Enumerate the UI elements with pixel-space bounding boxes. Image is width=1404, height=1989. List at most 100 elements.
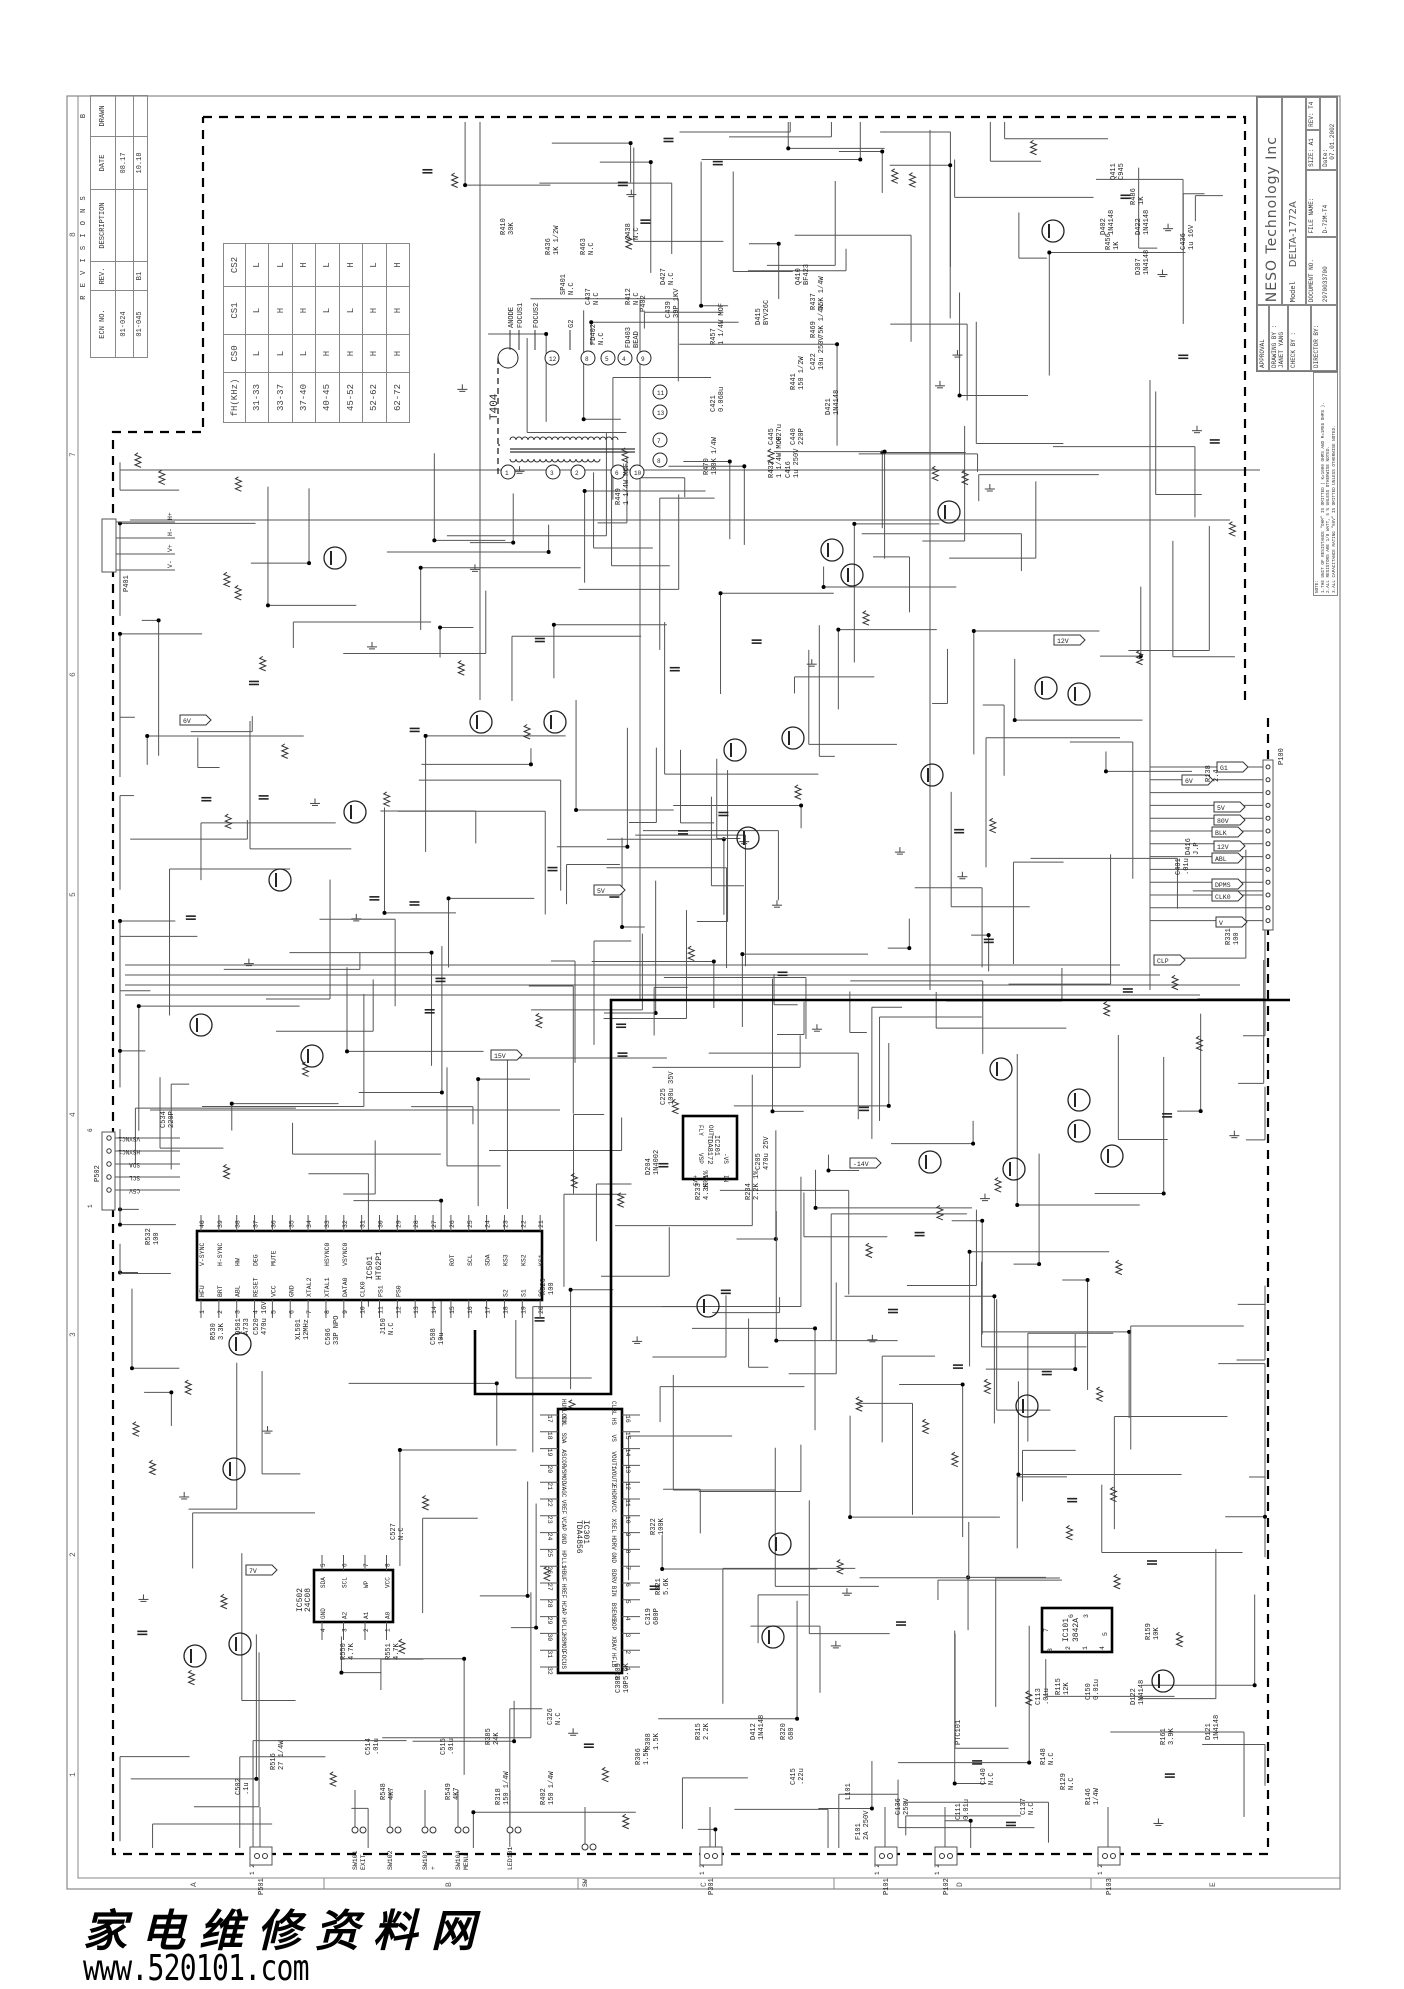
fh-cell: H <box>292 243 316 287</box>
title-block: APPROVAL DRAWING BY :JANET YANG CHECK BY… <box>1256 96 1338 372</box>
net-tag-label: 80V <box>1217 818 1229 825</box>
junction-dot <box>525 1593 530 1598</box>
component-value: 3.9K <box>1168 1727 1176 1745</box>
pin-number: 3 <box>624 1633 631 1637</box>
pin-number: 36 <box>270 1220 277 1228</box>
junction-dot <box>1016 1472 1021 1477</box>
pin-number: 14 <box>431 1306 438 1314</box>
grid-row-label: 4 <box>69 1112 78 1117</box>
component-reference: R161 <box>1160 1728 1168 1745</box>
component-reference: FD403 <box>625 327 633 348</box>
rev-header: DESCRIPTION <box>90 189 115 262</box>
junction-dot <box>826 1168 831 1173</box>
pin-name: XTAL2 <box>306 1277 313 1297</box>
component-reference: D427 <box>660 268 668 285</box>
pin-name: GND <box>288 1285 295 1297</box>
pin-number: 9 <box>342 1310 349 1314</box>
fh-cell: L <box>339 286 363 335</box>
net-tag <box>1053 634 1086 646</box>
pin-name: GND <box>560 1533 567 1544</box>
pin-name: KS1 <box>538 1254 545 1266</box>
pin-name: SCL <box>560 1416 567 1427</box>
rev-header: DRAWN <box>90 95 115 137</box>
junction-dot <box>574 807 579 812</box>
pin-name: CLK0 <box>360 1281 367 1297</box>
component-value: 1N4148 <box>1143 250 1151 275</box>
component-value: N.C <box>598 332 606 345</box>
pin-number: 3 <box>235 1310 242 1314</box>
sheet-size: SIZE: A1 <box>1305 129 1320 170</box>
ic-reference: IC101 <box>1062 1618 1071 1642</box>
junction-dot <box>869 1806 874 1811</box>
junction-dot <box>546 549 551 554</box>
switch-contact <box>506 1826 514 1834</box>
pin-number: 32 <box>546 1667 553 1675</box>
component-reference: R322 <box>650 1518 658 1535</box>
component-reference: R148 <box>1040 1748 1048 1765</box>
p502-connector <box>101 1131 116 1211</box>
transformer-pin-number: 13 <box>657 410 665 417</box>
junction-dot <box>718 591 723 596</box>
pin-name: HCAP <box>560 1601 567 1616</box>
connector-pin <box>1265 879 1271 885</box>
junction-dot <box>968 1818 973 1823</box>
resistor-symbol <box>864 1242 874 1259</box>
component-reference: R308 <box>645 1733 653 1750</box>
fh-cell: L <box>315 243 340 287</box>
component-value: BEAD <box>633 331 641 348</box>
resistor-symbol <box>456 660 466 676</box>
transistor-symbol <box>768 1532 792 1556</box>
transistor-symbol <box>1100 1144 1124 1168</box>
transformer-pin <box>636 350 652 366</box>
pin-name: HUNLOCK <box>560 1399 567 1425</box>
component-value: 1N4148 <box>1108 210 1116 235</box>
net-tag-label: G1 <box>1220 765 1228 772</box>
transistor-symbol <box>820 538 844 562</box>
pin-name: VCC <box>270 1285 277 1297</box>
component-reference: C502 <box>235 1778 243 1795</box>
resistor-symbol <box>233 585 243 601</box>
pin-name: BSENS <box>610 1603 617 1621</box>
junction-dot <box>957 393 962 398</box>
connector-pin <box>106 1148 112 1154</box>
component-reference: C136 <box>895 1798 903 1815</box>
net-tag-label: 5V <box>1217 805 1225 812</box>
component-value: 1N4148 <box>1143 210 1151 235</box>
component-value: N.C <box>588 242 596 255</box>
transistor-symbol <box>696 1294 720 1318</box>
pin-number: 1 <box>199 1310 206 1314</box>
connector-pin <box>712 1853 718 1859</box>
component-reference: C514 <box>365 1738 373 1755</box>
net-tag-label: 5V <box>597 888 605 895</box>
pin-number: 4 <box>624 1617 631 1621</box>
p401-connector <box>101 518 117 573</box>
pin-number: 13 <box>624 1465 631 1473</box>
model-name: DELTA-1772A <box>1288 201 1300 268</box>
pin-name: XTAL1 <box>324 1277 331 1297</box>
component-reference: C309 <box>615 1676 623 1693</box>
pin-number: 7 <box>306 1310 313 1314</box>
component-value: 12MHz <box>303 1319 311 1340</box>
connector-pin-label: V+ <box>167 544 174 552</box>
junction-dot <box>439 1198 444 1203</box>
net-tag-label: 6V <box>183 718 191 725</box>
resistor-symbol <box>983 1378 992 1395</box>
switch-contact <box>589 1843 597 1851</box>
fh-cell: 62-72 <box>386 372 410 423</box>
connector-pin-numbers: 1 2 <box>1097 1864 1104 1875</box>
pin-number: 9 <box>624 1533 631 1537</box>
transformer-pin <box>580 350 596 366</box>
component-reference: Q411 <box>1110 163 1118 180</box>
transistor-symbol <box>781 726 805 750</box>
junction-dot <box>1085 1278 1090 1283</box>
component-reference: C515 <box>440 1738 448 1755</box>
component-reference: R548 <box>380 1783 388 1800</box>
component-value: 1N4148 <box>1213 1715 1221 1740</box>
switch-label: MENU <box>463 1854 470 1870</box>
junction-dot <box>886 1103 891 1108</box>
pin-number: 12 <box>395 1306 402 1314</box>
grid-row-label: 1 <box>69 1772 78 1777</box>
ic-reference: IC502 <box>296 1588 305 1612</box>
